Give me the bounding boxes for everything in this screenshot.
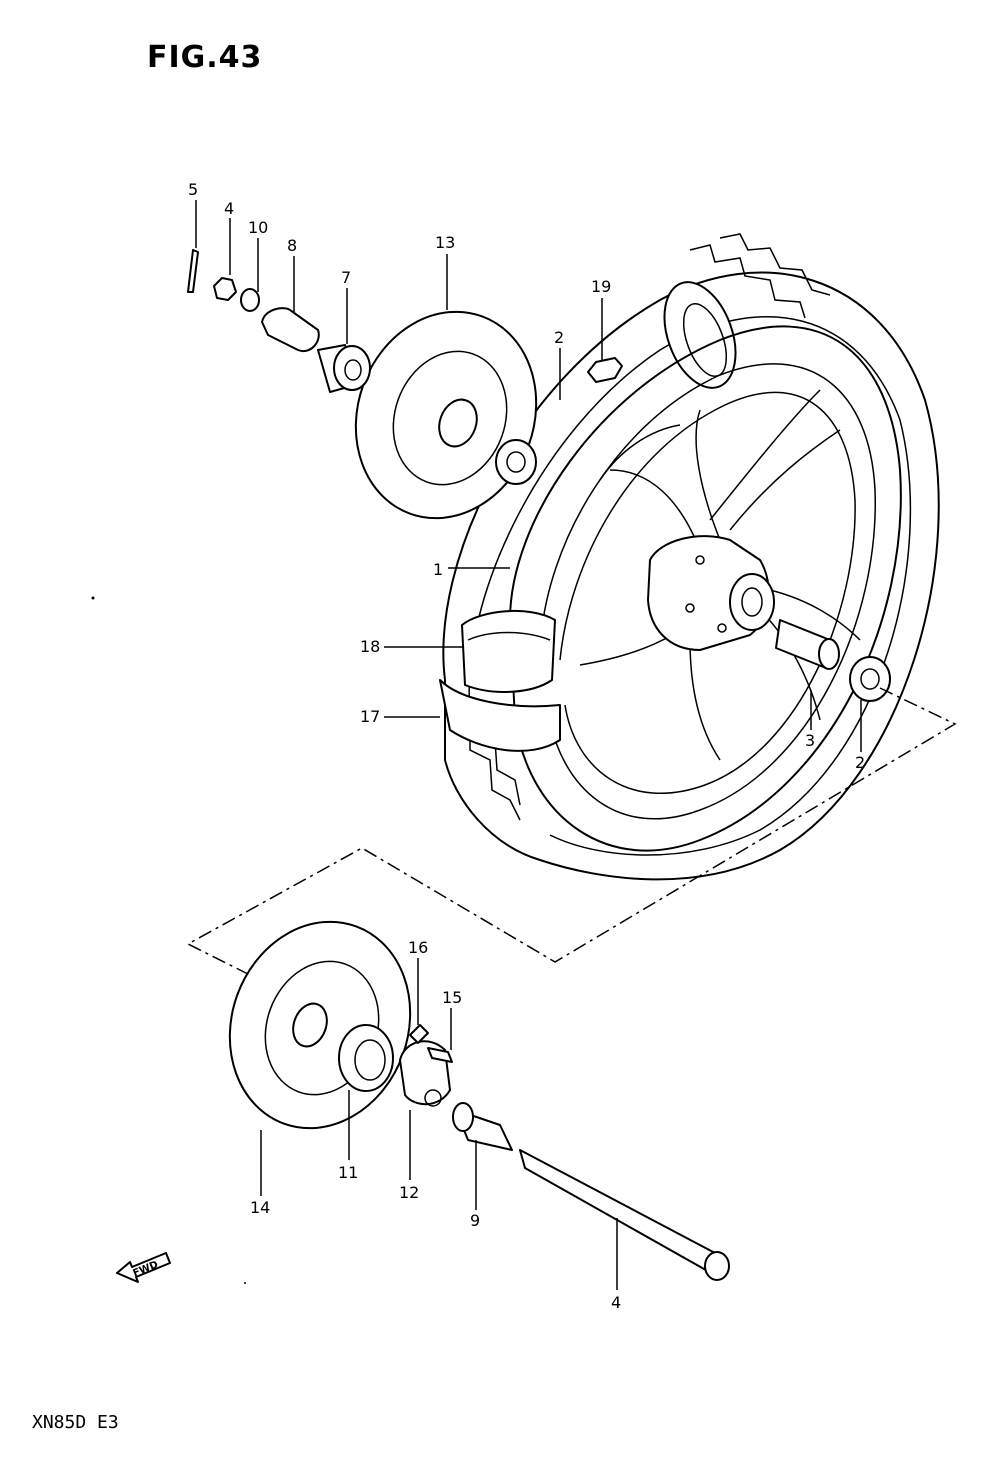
callout-2-left: 2: [554, 328, 564, 347]
part-3-spacer: [775, 619, 840, 670]
assembly-guide-lines: [186, 687, 957, 975]
callout-9: 9: [470, 1211, 480, 1230]
model-code: XN85D E3: [32, 1412, 119, 1433]
leader-lines: [195, 200, 862, 1290]
callout-7: 7: [341, 268, 351, 287]
callout-18: 18: [360, 637, 380, 656]
part-16-lock-washer: [409, 1024, 429, 1044]
callout-12: 12: [399, 1183, 419, 1202]
wheel-hub: [647, 535, 775, 651]
part-4-axle: [519, 1149, 730, 1281]
callout-15: 15: [442, 988, 462, 1007]
wheel-spokes: [579, 389, 861, 761]
callout-11: 11: [338, 1163, 358, 1182]
callout-labels: 5 4 10 8 7 13 19 2 1 18 17 3 2 16 15 11 …: [188, 180, 865, 1312]
part-5-nut: [213, 277, 237, 301]
part-8-spacer: [261, 307, 320, 353]
callout-3: 3: [805, 731, 815, 750]
callout-4: 4: [611, 1293, 621, 1312]
part-18-rim-band: [461, 610, 556, 693]
callout-14: 14: [250, 1198, 270, 1217]
part-2-bearing-left: [495, 439, 537, 485]
part-17-tire-cut: [439, 679, 561, 752]
scan-speck: [244, 1282, 246, 1284]
part-14-brake-disc: [228, 920, 412, 1130]
tire-cutaway-top: [663, 281, 737, 389]
callout-8: 8: [287, 236, 297, 255]
part-10-washer: [240, 288, 260, 312]
forward-arrow: FWD: [116, 1252, 171, 1283]
part-11-bearing: [338, 1024, 394, 1092]
part-9-spacer: [452, 1102, 513, 1151]
callout-2-right: 2: [855, 753, 865, 772]
tire: [442, 233, 940, 881]
callout-1: 1: [433, 560, 443, 579]
callout-17: 17: [360, 707, 380, 726]
rim: [509, 325, 902, 852]
callout-19: 19: [591, 277, 611, 296]
figure-title: FIG.43: [147, 40, 263, 75]
part-15-screw: [427, 1047, 453, 1063]
callout-10: 10: [248, 218, 268, 237]
callout-13: 13: [435, 233, 455, 252]
callout-5: 4: [224, 199, 234, 218]
part-2-bearing-right: [849, 656, 891, 702]
part-7-collar: [317, 344, 371, 393]
part-13-brake-disc: [354, 310, 538, 520]
callout-16: 16: [408, 938, 428, 957]
scan-speck: [91, 596, 95, 600]
part-19-valve: [587, 357, 623, 383]
callout-6: 5: [188, 180, 198, 199]
part-6-cotter-pin: [187, 249, 199, 293]
